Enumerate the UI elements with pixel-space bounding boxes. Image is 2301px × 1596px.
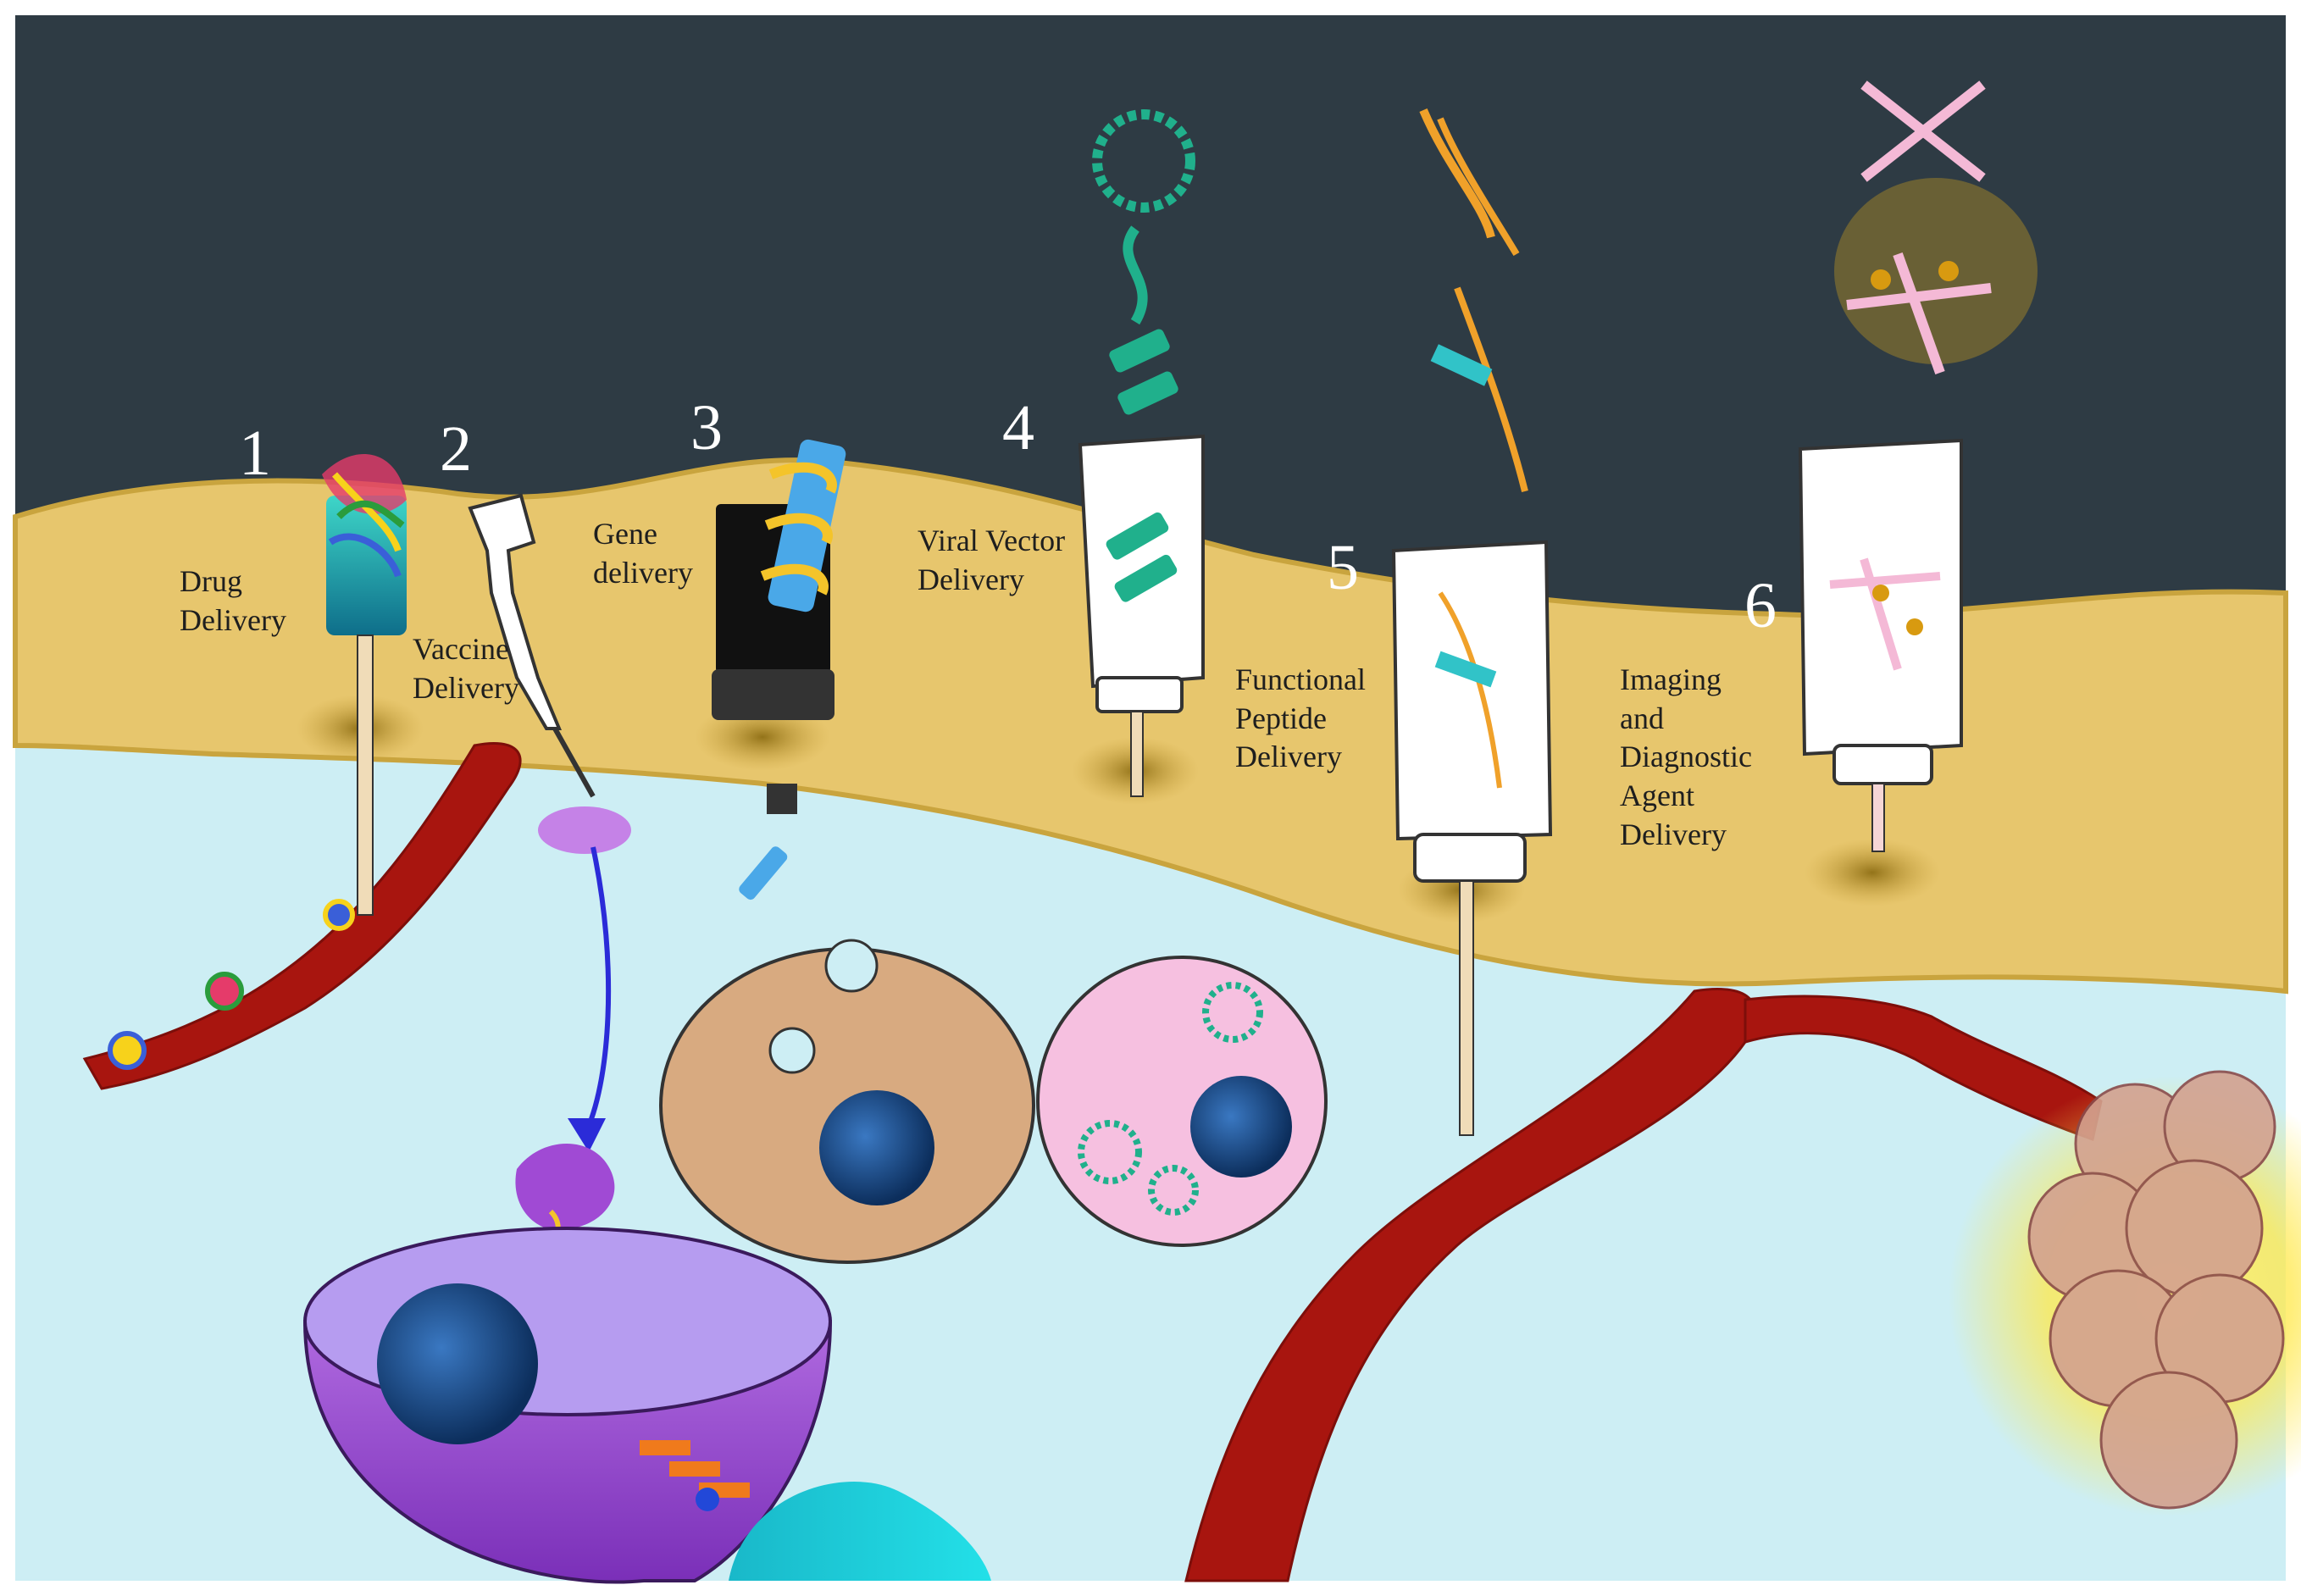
imaging-patch-icon (1798, 438, 1963, 852)
tumor (2027, 1070, 2285, 1510)
viral-vector-icon-top (1092, 109, 1195, 415)
host-nucleus (377, 1283, 538, 1444)
peptide-icon-top (1419, 108, 1528, 492)
injection-zone-6 (1805, 839, 1940, 906)
step-number-6: 6 (1744, 570, 1777, 641)
step-label-3: Gene delivery (593, 517, 693, 590)
step-number-2: 2 (440, 413, 472, 485)
antigen-presenting-protein (515, 1144, 615, 1230)
drug-particles-in-vessel (108, 899, 355, 1070)
receptor-complex (640, 1440, 750, 1511)
t-cell (729, 1481, 991, 1581)
step-number-5: 5 (1327, 532, 1359, 603)
imaging-agent-icon-top (1834, 80, 2038, 375)
target-cell-4 (1036, 956, 1328, 1247)
skin-layer (13, 457, 2288, 995)
step-number-4: 4 (1002, 392, 1034, 463)
step-label-2: Vaccine Delivery (413, 632, 519, 705)
vaccine-microneedle-icon (468, 493, 596, 798)
viral-vector-patch-icon (1078, 434, 1205, 797)
step-label-4: Viral Vector Delivery (918, 524, 1066, 596)
step-label-5: Functional Peptide Delivery (1235, 662, 1366, 774)
step-label-1: Drug Delivery (180, 564, 286, 637)
drug-patch-icon (322, 454, 407, 916)
step-label-6: Imaging and Diagnostic Agent Delivery (1620, 662, 1752, 851)
antigen-arrow (582, 846, 612, 1137)
peptide-patch-icon (1391, 540, 1553, 1136)
target-cell-3 (659, 939, 1035, 1264)
gene-patch-icon (712, 439, 846, 901)
antigen-arrow-head (568, 1118, 606, 1152)
blood-vessel-center (1184, 988, 1757, 1582)
step-number-1: 1 (239, 418, 271, 489)
step-number-3: 3 (690, 392, 723, 463)
antigen-cloud (538, 806, 631, 854)
